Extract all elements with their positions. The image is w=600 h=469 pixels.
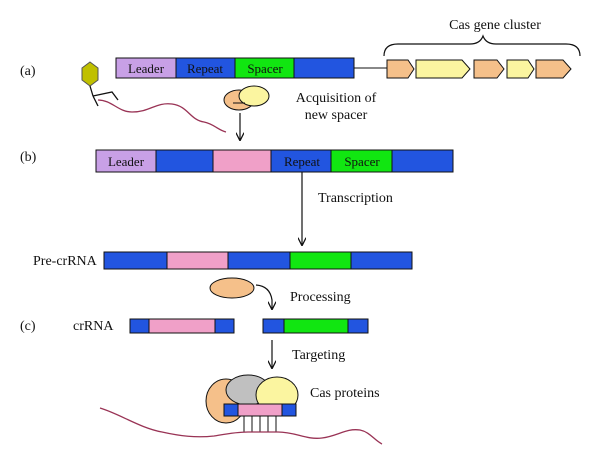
cas-protein-complex xyxy=(205,374,299,432)
crispr-array-b: Leader Repeat Spacer xyxy=(95,149,454,173)
spacer-label: Spacer xyxy=(247,61,283,76)
spacer-segment xyxy=(289,251,352,270)
acquisition-label-line2: new spacer xyxy=(305,108,368,123)
panel-label-a: (a) xyxy=(20,64,36,79)
spacer-label: Spacer xyxy=(344,154,380,169)
new-spacer-segment xyxy=(212,149,272,173)
leader-label: Leader xyxy=(128,61,165,76)
bacteriophage-icon xyxy=(81,61,119,107)
repeat-segment xyxy=(227,251,291,270)
cas-gene-arrow xyxy=(415,59,471,79)
repeat-segment xyxy=(223,403,239,417)
target-dna-strand xyxy=(99,407,383,445)
panel-label-b: (b) xyxy=(20,150,37,165)
repeat-segment xyxy=(391,149,454,173)
repeat-segment xyxy=(293,57,355,79)
crrna-label: crRNA xyxy=(73,319,114,334)
leader-label: Leader xyxy=(108,154,145,169)
phage-dna-strand xyxy=(97,99,227,133)
new-spacer-segment xyxy=(166,251,229,270)
repeat-segment xyxy=(214,318,235,334)
crispr-array-a: Leader Repeat Spacer xyxy=(115,57,355,79)
targeting-label: Targeting xyxy=(292,348,345,363)
pre-crrna-label: Pre-crRNA xyxy=(33,254,98,269)
acquisition-label-line1: Acquisition of xyxy=(296,91,377,106)
cas-gene-arrow xyxy=(535,59,572,79)
cas-gene-arrow xyxy=(506,59,535,79)
base-pairing-lines xyxy=(243,416,277,432)
acquisition-proteins-icon xyxy=(223,85,270,111)
crrna-right xyxy=(262,318,369,334)
repeat-segment xyxy=(281,403,297,417)
new-spacer-segment xyxy=(148,318,216,334)
repeat-segment xyxy=(350,251,413,270)
pre-crrna-strand xyxy=(103,251,413,270)
cas-gene-arrow xyxy=(473,59,505,79)
processing-arrow xyxy=(255,284,272,309)
repeat-segment xyxy=(262,318,285,334)
transcription-label: Transcription xyxy=(318,191,393,206)
repeat-segment xyxy=(155,149,214,173)
repeat-label: Repeat xyxy=(284,154,320,169)
processing-label: Processing xyxy=(290,290,351,305)
processing-enzyme-icon xyxy=(209,277,255,299)
crrna-left xyxy=(129,318,235,334)
cas-gene-arrow xyxy=(386,59,415,79)
cas-gene-cluster-label: Cas gene cluster xyxy=(449,18,541,33)
cas-gene-cluster xyxy=(386,59,572,79)
new-spacer-segment xyxy=(237,403,283,417)
panel-label-c: (c) xyxy=(20,319,36,334)
cas-cluster-brace xyxy=(383,34,581,57)
repeat-label: Repeat xyxy=(187,61,223,76)
spacer-segment xyxy=(283,318,349,334)
repeat-segment xyxy=(347,318,369,334)
repeat-segment xyxy=(103,251,168,270)
repeat-segment xyxy=(129,318,150,334)
cas-proteins-label: Cas proteins xyxy=(310,386,380,401)
